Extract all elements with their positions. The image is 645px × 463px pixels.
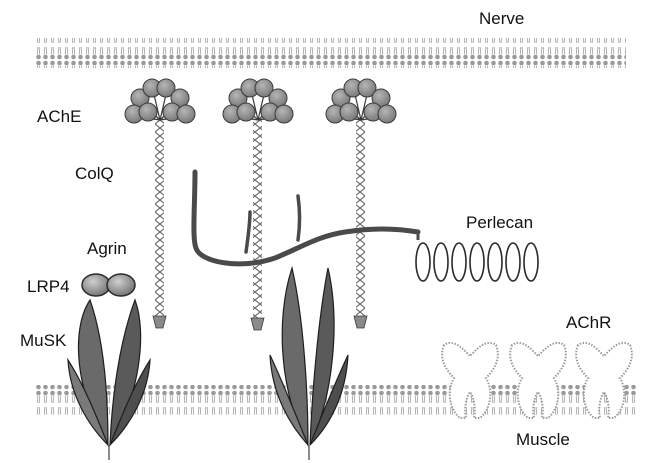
nerve-membrane	[36, 38, 626, 68]
label-nerve: Nerve	[479, 10, 524, 27]
ache-cluster	[326, 79, 396, 123]
perlecan-core	[194, 172, 418, 264]
label-musk: MuSK	[20, 332, 66, 349]
label-achr: AChR	[566, 314, 611, 331]
label-colq: ColQ	[75, 165, 114, 182]
musk-left	[68, 300, 150, 460]
colq-stalks	[155, 118, 365, 318]
lrp4-dimer	[82, 274, 135, 296]
ache-cluster	[125, 79, 195, 123]
label-agrin: Agrin	[87, 240, 127, 257]
label-ache: AChE	[37, 108, 81, 125]
ache-cluster	[223, 79, 293, 123]
perlecan-branch-1	[246, 212, 250, 252]
label-perlecan: Perlecan	[466, 214, 533, 231]
ache-clusters	[125, 79, 396, 123]
label-lrp4: LRP4	[27, 278, 70, 295]
perlecan-branch-2	[298, 196, 300, 240]
colq-anchors	[153, 316, 367, 330]
perlecan-domains	[416, 243, 538, 281]
label-muscle: Muscle	[516, 431, 570, 448]
musk-right	[270, 268, 348, 460]
